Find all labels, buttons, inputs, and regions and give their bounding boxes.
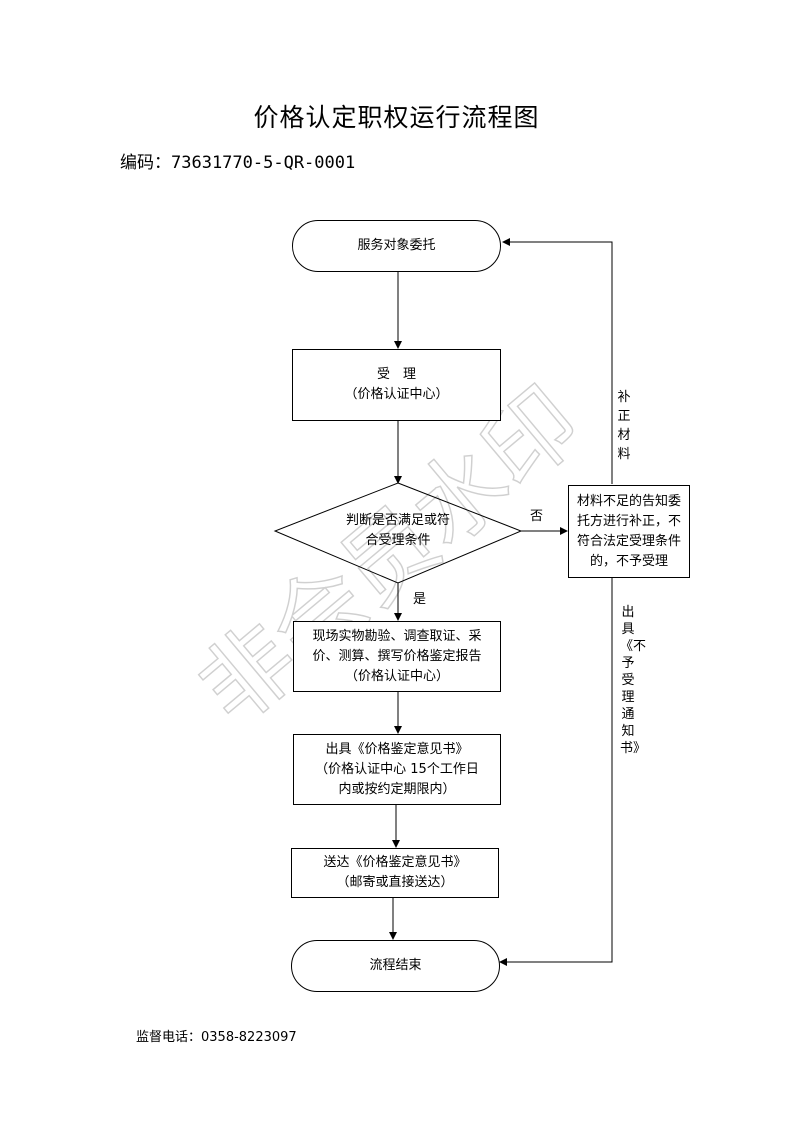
node-issue-line1: 出具《价格鉴定意见书》	[325, 741, 469, 757]
label-supplement: 补正材料	[617, 390, 631, 462]
node-deliver-line1: 送达《价格鉴定意见书》	[323, 855, 467, 870]
arrow-reject-to-start	[502, 238, 613, 484]
node-issue: 出具《价格鉴定意见书》 （价格认证中心 15个工作日 内或按约定期限内）	[293, 734, 501, 805]
decision-diamond	[273, 482, 523, 584]
node-survey-line1: 现场实物勘验、调查取证、采	[312, 628, 482, 644]
document-code-label: 编码：	[120, 153, 171, 173]
node-issue-line3: 内或按约定期限内）	[338, 781, 456, 797]
node-reject: 材料不足的告知委 托方进行补正，不 符合法定受理条件 的，不予受理	[568, 485, 690, 578]
node-accept-dept: （价格认证中心）	[344, 387, 449, 402]
arrow-reject-to-end	[499, 578, 613, 966]
node-start-text: 服务对象委托	[357, 238, 436, 253]
node-reject-line1: 材料不足的告知委	[576, 493, 681, 509]
node-end-text: 流程结束	[369, 958, 422, 973]
node-decision: 判断是否满足或符 合受理条件	[315, 508, 481, 554]
node-reject-line2: 托方进行补正，不	[576, 513, 681, 529]
document-code-value: 73631770-5-QR-0001	[171, 153, 356, 173]
node-reject-line3: 符合法定受理条件	[576, 533, 681, 549]
node-survey: 现场实物勘验、调查取证、采 价、测算、撰写价格鉴定报告 （价格认证中心）	[293, 621, 501, 692]
node-accept-title: 受 理	[376, 367, 416, 382]
label-yes: 是	[413, 592, 427, 607]
node-start: 服务对象委托	[292, 220, 501, 272]
node-deliver-line2: （邮寄或直接送达）	[336, 875, 454, 890]
node-decision-line2: 合受理条件	[365, 533, 431, 548]
label-notice: 出具《不予受理通知书》	[620, 605, 647, 756]
node-decision-line1: 判断是否满足或符	[345, 513, 450, 528]
document-code: 编码：73631770-5-QR-0001	[120, 148, 355, 173]
node-end: 流程结束	[291, 940, 500, 992]
node-deliver: 送达《价格鉴定意见书》 （邮寄或直接送达）	[291, 848, 499, 898]
label-no: 否	[530, 509, 544, 524]
node-reject-line4: 的，不予受理	[589, 553, 668, 569]
node-survey-line3: （价格认证中心）	[344, 668, 449, 684]
node-issue-line2: （价格认证中心 15个工作日	[315, 761, 479, 777]
node-survey-line2: 价、测算、撰写价格鉴定报告	[312, 648, 482, 664]
page-title: 价格认定职权运行流程图	[253, 103, 540, 132]
supervision-phone: 监督电话：0358-8223097	[136, 1030, 297, 1045]
node-accept: 受 理 （价格认证中心）	[292, 349, 501, 421]
